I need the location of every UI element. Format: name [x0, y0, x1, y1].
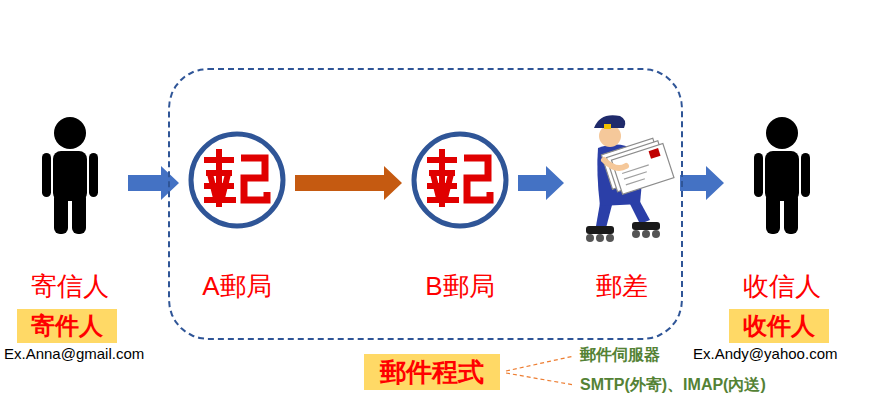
postman-badge	[604, 124, 611, 129]
person-leg	[766, 192, 780, 234]
person-head	[54, 117, 86, 149]
icon-slot	[187, 112, 287, 237]
email-address: Ex.Andy@yahoo.com	[693, 345, 837, 363]
skate-wheel	[596, 234, 604, 242]
icon-slot	[732, 112, 832, 237]
receiver-tag: 收件人	[729, 309, 829, 343]
person-arm	[42, 153, 51, 197]
logo-glyph	[207, 152, 233, 204]
skate-wheel	[606, 234, 614, 242]
post-logo	[414, 134, 506, 226]
flow-arrow	[518, 166, 564, 200]
person-figure	[42, 117, 98, 234]
icon-slot	[20, 112, 120, 237]
email-address: Ex.Anna@gmail.com	[4, 345, 144, 363]
node-label: B郵局	[425, 271, 494, 301]
logo-ring	[191, 134, 283, 226]
person-leg	[54, 192, 68, 234]
post-office-node: A郵局	[187, 112, 287, 301]
postman-figure	[586, 115, 674, 242]
logo-glyph	[241, 158, 267, 200]
letter-stack	[601, 136, 674, 197]
node-label: A郵局	[202, 271, 271, 301]
sender-tag: 寄件人	[17, 309, 117, 343]
logo-glyph	[430, 152, 456, 204]
post-office-node: B郵局	[410, 112, 510, 301]
postman-face	[599, 125, 621, 147]
mail-program-region: 郵件程式A郵局B郵局郵差	[168, 68, 683, 340]
person-leg	[784, 192, 798, 234]
stamp	[649, 148, 661, 159]
person-head	[766, 117, 798, 149]
skate-wheel	[586, 234, 594, 242]
person-arm	[754, 153, 763, 197]
skate-wheel	[642, 230, 650, 238]
flow-arrow	[295, 166, 402, 200]
icon-slot	[410, 112, 510, 237]
postman-hat	[594, 115, 625, 128]
annotation-note: 郵件伺服器	[578, 345, 662, 364]
node-label: 寄件人	[31, 311, 103, 341]
roller-skate	[586, 226, 614, 234]
person-arm	[801, 153, 810, 197]
roller-skate	[632, 222, 660, 230]
node-label: 收信人	[743, 271, 821, 301]
person-arm	[89, 153, 98, 197]
leader-line	[506, 356, 574, 371]
program-heading: 郵件程式	[364, 354, 500, 390]
flow-arrow	[128, 166, 179, 200]
node-label: 收件人	[743, 311, 815, 341]
annotation-note: SMTP(外寄)、IMAP(內送)	[578, 375, 768, 394]
postman-leg	[596, 203, 612, 228]
post-logo	[191, 134, 283, 226]
node-label: 郵差	[596, 271, 648, 301]
person-figure	[754, 117, 810, 234]
leader-line	[506, 373, 574, 385]
skate-wheel	[652, 230, 660, 238]
postman-node: 郵差	[572, 112, 672, 301]
skate-wheel	[632, 230, 640, 238]
receiver-node: 收信人	[732, 112, 832, 301]
person-leg	[72, 192, 86, 234]
postman-hand	[604, 160, 626, 168]
flow-arrow	[680, 166, 724, 200]
logo-glyph	[464, 158, 490, 200]
sender-node: 寄信人	[20, 112, 120, 301]
node-label: 寄信人	[31, 271, 109, 301]
icon-slot	[572, 112, 672, 237]
logo-ring	[414, 134, 506, 226]
